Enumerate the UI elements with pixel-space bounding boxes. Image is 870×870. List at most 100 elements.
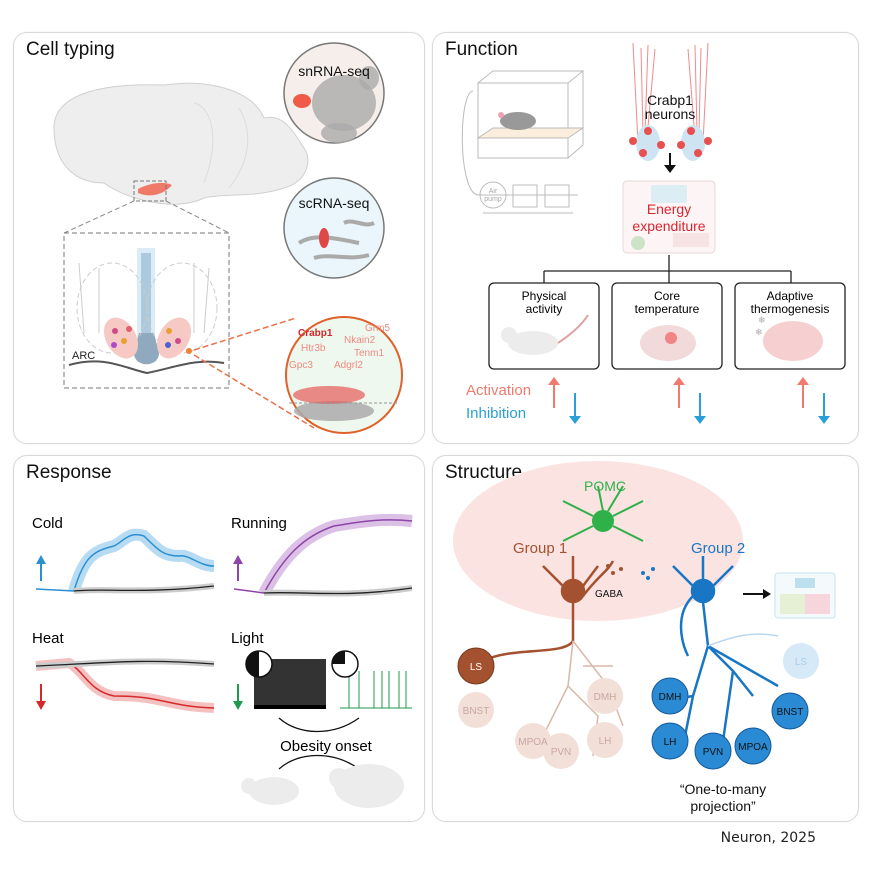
group1-neuron-icon	[482, 556, 615, 663]
crabp1-neurons-label: Crabp1	[647, 92, 693, 108]
trace-label-light: Light	[231, 630, 264, 647]
outcome-label: temperature	[635, 302, 700, 316]
energy-output-box	[774, 572, 836, 619]
curved-arrow	[278, 754, 360, 770]
target-label: BNST	[463, 706, 490, 717]
target-label: MPOA	[518, 737, 548, 748]
group1-targets	[457, 647, 623, 769]
cell-typing-illustration: ARC snRNA-seq scRNA-seq Crabp1 Grm5 N	[53, 42, 403, 434]
outcome-box-physical-activity	[488, 282, 600, 370]
energy-expenditure-label: expenditure	[632, 218, 705, 234]
cold-trace	[35, 528, 215, 594]
energy-expenditure-box	[622, 180, 716, 254]
response-traces: Cold Running Heat Light	[32, 513, 413, 808]
inhibition-arrows	[569, 393, 830, 424]
panel-response: Response Cold Running Heat	[13, 455, 425, 822]
arrow-up-icon	[233, 555, 243, 581]
pomc-label: POMC	[584, 478, 626, 494]
running-trace	[233, 513, 413, 597]
group2-targets	[651, 643, 819, 770]
outcome-label: Adaptive	[767, 289, 814, 303]
target-label: LS	[470, 662, 483, 673]
outcome-box-core-temperature	[611, 282, 723, 370]
group2-label: Group 2	[691, 540, 745, 557]
panel-title: Structure	[445, 462, 523, 483]
firing-raster-sparse	[340, 671, 412, 709]
air-pump-label: pump	[484, 196, 502, 203]
air-pump-label: Air	[489, 188, 498, 195]
firing-raster-dense	[254, 659, 326, 709]
target-label: PVN	[551, 747, 572, 758]
target-label: MPOA	[738, 742, 768, 753]
one-to-many-label: projection”	[690, 798, 756, 814]
panel-cell-typing: Cell typing	[13, 32, 425, 444]
arrow-down-icon	[36, 684, 46, 710]
obesity-onset-label: Obesity onset	[280, 738, 373, 755]
snowflake-icon: ❄	[758, 315, 766, 325]
structure-illustration: POMC Group 1 Group 2 GABA	[453, 461, 836, 814]
group1-label: Group 1	[513, 540, 567, 557]
gene-label: Htr3b	[301, 343, 326, 354]
curved-arrow	[278, 717, 360, 733]
arrow-right-icon	[743, 589, 771, 599]
crabp1-neurons-icon	[629, 42, 712, 161]
snrna-seq-label: snRNA-seq	[298, 63, 370, 79]
snrna-umap	[283, 42, 385, 144]
one-to-many-label: “One-to-many	[680, 781, 766, 797]
trace-label-heat: Heat	[32, 630, 65, 647]
outcome-box-adaptive-thermogenesis: ❄ ❄	[734, 282, 846, 370]
gene-label: Tenm1	[354, 348, 384, 359]
panel-title: Response	[26, 462, 112, 483]
outcome-label: Physical	[522, 289, 567, 303]
panel-function: Function Air pump Crabp1	[432, 32, 859, 444]
energy-expenditure-label: Energy	[647, 201, 691, 217]
outcome-label: thermogenesis	[751, 302, 830, 316]
scrna-umap	[283, 177, 385, 279]
target-label: DMH	[594, 692, 617, 703]
panel-structure: Structure POMC Group 1 Group 2 GABA	[432, 455, 859, 822]
target-label: DMH	[659, 692, 682, 703]
citation: Neuron, 2025	[720, 830, 816, 846]
activation-arrows	[548, 377, 809, 408]
trace-label-running: Running	[231, 515, 287, 532]
day-night-clock-icon	[331, 650, 359, 678]
gaba-label: GABA	[595, 589, 623, 600]
inhibition-label: Inhibition	[466, 405, 526, 422]
target-label: PVN	[703, 747, 724, 758]
group1-faint-branches	[542, 640, 624, 757]
gene-label-crabp1: Crabp1	[298, 328, 333, 339]
gene-plot	[193, 316, 403, 434]
activation-label: Activation	[466, 382, 531, 399]
arrow-down-icon	[664, 153, 676, 173]
target-label: LH	[664, 737, 677, 748]
mouse-brain-icon	[53, 82, 309, 234]
target-label: LS	[795, 657, 808, 668]
outcome-label: activity	[526, 302, 563, 316]
gene-label: Gpc3	[289, 360, 313, 371]
connector-lines	[543, 255, 792, 283]
arc-region	[453, 461, 743, 621]
day-night-clock-icon	[245, 650, 273, 678]
lean-mouse-icon	[241, 777, 299, 805]
metabolic-cage-icon	[461, 70, 585, 214]
snowflake-icon: ❄	[755, 327, 763, 337]
obese-mouse-icon	[329, 764, 404, 808]
heat-trace	[35, 657, 215, 713]
function-illustration: Air pump Crabp1 neurons Energy expenditu…	[461, 42, 846, 424]
scrna-seq-label: scRNA-seq	[299, 195, 370, 211]
panel-title: Cell typing	[26, 39, 115, 60]
arc-inset	[63, 232, 230, 389]
trace-label-cold: Cold	[32, 515, 63, 532]
arrow-up-icon	[36, 555, 46, 581]
target-label: LH	[599, 736, 612, 747]
panel-title: Function	[445, 39, 518, 60]
arrow-down-icon	[233, 684, 243, 710]
gene-label: Adgrl2	[334, 360, 363, 371]
outcome-label: Core	[654, 289, 680, 303]
target-label: BNST	[777, 707, 804, 718]
gene-label: Grm5	[365, 323, 390, 334]
gene-label: Nkain2	[344, 335, 376, 346]
pomc-neuron-icon	[562, 485, 644, 542]
arc-label: ARC	[72, 350, 95, 362]
group2-faint-branch	[707, 633, 779, 647]
